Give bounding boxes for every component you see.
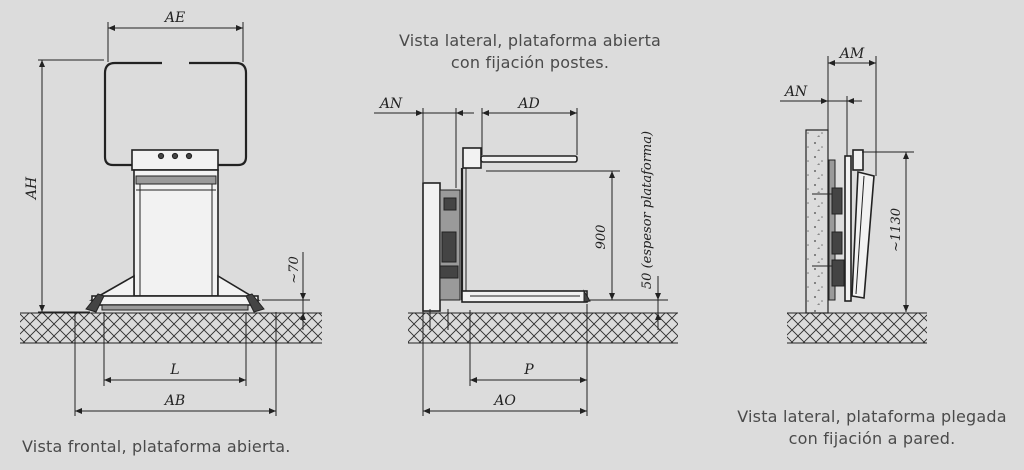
caption-side-open-line2: con fijación postes. [450, 53, 610, 72]
side-view-folded: AM AN ~1130 [780, 46, 927, 344]
dim-am: AM [838, 46, 865, 62]
caption-side-open: Vista lateral, plataforma abierta con fi… [370, 30, 690, 74]
caption-side-open-line1: Vista lateral, plataforma abierta [398, 31, 662, 50]
side-view-open: AN AD 900 50 (espesor plataforma) P AO [374, 96, 678, 416]
dim-thickness: 50 (espesor plataforma) [640, 131, 655, 289]
dim-l: L [169, 362, 179, 378]
caption-side-folded: Vista lateral, plataforma plegada con fi… [722, 406, 1022, 450]
wall [805, 129, 829, 314]
ground-side-open [408, 313, 678, 343]
dim-ao: AO [492, 393, 516, 409]
dim-approx70: ~70 [287, 256, 302, 283]
ground-front [20, 313, 322, 343]
caption-side-folded-line2: con fijación a pared. [788, 429, 956, 448]
front-view: AE AH ~70 L AB [20, 10, 322, 416]
dim-an-right: AN [783, 84, 808, 100]
caption-side-folded-line1: Vista lateral, plataforma plegada [737, 407, 1007, 426]
dim-900: 900 [594, 225, 609, 250]
dim-an-middle: AN [378, 96, 403, 112]
caption-front-view: Vista frontal, plataforma abierta. [22, 436, 342, 458]
dim-ah: AH [24, 176, 40, 201]
dim-p: P [523, 362, 534, 378]
caption-front: Vista frontal, plataforma abierta. [22, 437, 291, 456]
dim-approx1130: ~1130 [889, 208, 904, 252]
ground-side-folded [787, 313, 927, 343]
dim-ab: AB [163, 393, 185, 409]
dim-ad: AD [516, 96, 539, 112]
dim-ae: AE [163, 10, 185, 26]
handrail [103, 61, 248, 167]
